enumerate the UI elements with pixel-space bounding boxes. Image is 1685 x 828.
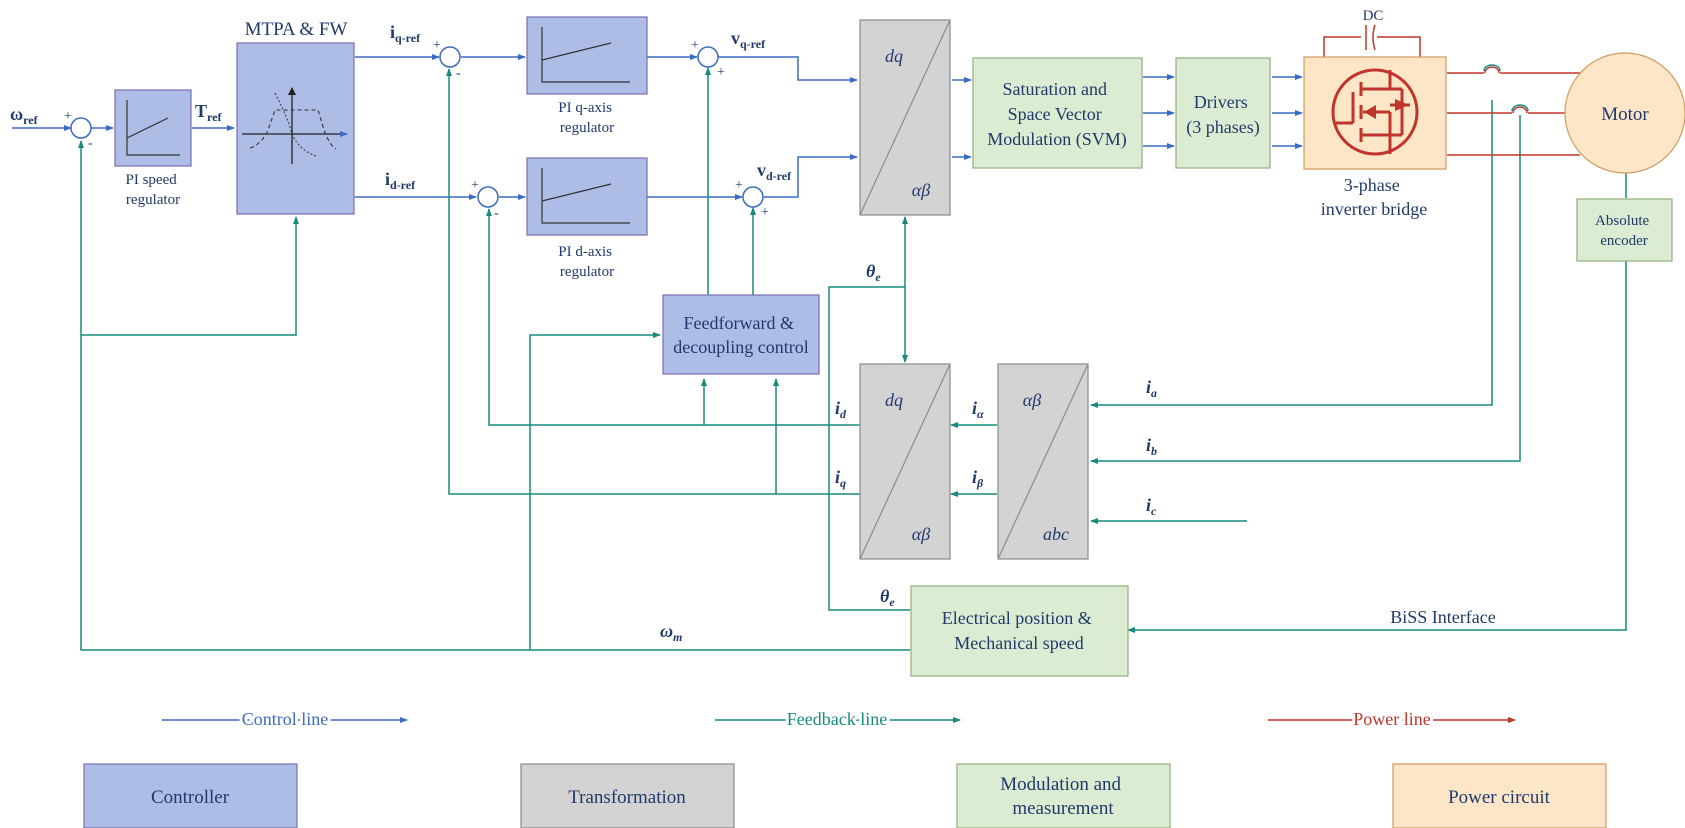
legend-power-line-label: Power line <box>1353 709 1430 729</box>
vd-plus-sign-bottom: + <box>761 205 769 220</box>
theta-e-bottom-label: θe <box>880 586 895 609</box>
dc-label: DC <box>1363 8 1384 24</box>
electrical-position-label: Electrical position & Mechanical speed <box>942 608 1096 653</box>
vq-plus-sign-bottom: + <box>717 65 725 80</box>
power-lines <box>1323 24 1580 156</box>
dq-mid-label: dq <box>885 390 903 410</box>
id-summing-junction <box>477 186 499 208</box>
wm-label: ωm <box>660 621 682 644</box>
motor-label: Motor <box>1601 104 1649 125</box>
absolute-encoder-block <box>1576 198 1673 262</box>
abc-label: abc <box>1043 524 1069 544</box>
vd-ref-label: vd-ref <box>757 160 792 183</box>
mtpa-fw-label: MTPA & FW <box>245 19 348 40</box>
feedforward-decoupling-block <box>662 294 820 375</box>
abc-to-alphabeta-block <box>997 363 1089 560</box>
legend <box>83 717 1607 828</box>
electrical-position-block <box>910 585 1129 677</box>
id-label: id <box>835 398 847 421</box>
control-lines <box>12 54 1303 200</box>
speed-minus-sign: - <box>88 136 93 151</box>
w-ref-label: ωref <box>10 104 39 127</box>
pi-speed-label: PI speed regulator <box>126 172 181 208</box>
vq-summing-junction <box>697 46 719 68</box>
ib-label: ib <box>1146 435 1157 458</box>
id-minus-sign: - <box>494 206 499 221</box>
legend-control-line-label: Control line <box>242 709 329 729</box>
legend-power-circuit-label: Power circuit <box>1448 787 1551 808</box>
legend-controller-swatch <box>83 763 298 828</box>
crossing-gaps <box>1484 68 1528 114</box>
alphabeta-abc-label: αβ <box>1023 390 1041 410</box>
drivers-block <box>1175 57 1271 169</box>
vq-ref-label: vq-ref <box>731 28 766 51</box>
vq-plus-sign-left: + <box>691 38 699 53</box>
speed-summing-junction <box>70 117 92 139</box>
biss-label: BiSS Interface <box>1390 607 1495 627</box>
encoder-label: Absolute encoder <box>1595 213 1653 249</box>
alphabeta-top-label: αβ <box>912 180 930 200</box>
svm-block <box>972 57 1143 169</box>
iq-label: iq <box>835 467 846 490</box>
vd-summing-junction <box>742 186 764 208</box>
feedback-lines <box>78 67 1627 651</box>
alphabeta-to-dq-block <box>859 363 951 560</box>
inverter-bridge-block <box>1303 56 1447 170</box>
mtpa-fw-block <box>236 42 355 215</box>
dq-to-alphabeta-block <box>859 19 951 216</box>
inverter-label: 3-phase inverter bridge <box>1321 175 1427 219</box>
t-ref-label: Tref <box>195 101 222 124</box>
vd-plus-sign-left: + <box>735 178 743 193</box>
legend-power-swatch <box>1392 763 1607 828</box>
ibeta-label: iβ <box>972 467 984 490</box>
iq-plus-sign: + <box>433 38 441 53</box>
pi-d-axis-regulator <box>526 157 648 236</box>
crossing-hop-arcs <box>1484 66 1528 114</box>
theta-e-top-label: θe <box>866 261 881 284</box>
legend-modulation-swatch <box>956 763 1171 828</box>
legend-modulation-label: Modulation and measurement <box>1000 774 1126 819</box>
dq-top-label: dq <box>885 46 903 66</box>
legend-transformation-label: Transformation <box>568 787 686 808</box>
pi-d-label: PI d-axis regulator <box>558 244 616 280</box>
iq-minus-sign: - <box>456 66 461 81</box>
motor <box>1564 52 1685 174</box>
legend-feedback-line-label: Feedback line <box>787 709 887 729</box>
legend-controller-label: Controller <box>151 787 230 808</box>
drivers-label: Drivers (3 phases) <box>1186 92 1259 138</box>
pi-q-label: PI q-axis regulator <box>558 100 616 136</box>
ic-label: ic <box>1146 495 1157 518</box>
id-plus-sign: + <box>471 178 479 193</box>
iq-summing-junction <box>439 46 461 68</box>
ia-label: ia <box>1146 377 1157 400</box>
iq-ref-label: iq-ref <box>390 22 421 45</box>
alphabeta-mid-label: αβ <box>912 524 930 544</box>
crossing-hops <box>1483 64 1529 112</box>
pi-q-axis-regulator <box>526 16 648 95</box>
speed-plus-sign: + <box>64 109 72 124</box>
feedforward-label: Feedforward & decoupling control <box>673 313 808 357</box>
svm-label: Saturation and Space Vector Modulation (… <box>987 79 1127 150</box>
pi-speed-regulator <box>114 89 192 167</box>
ialpha-label: iα <box>972 398 984 421</box>
id-ref-label: id-ref <box>385 169 416 192</box>
legend-transformation-swatch <box>520 763 735 828</box>
